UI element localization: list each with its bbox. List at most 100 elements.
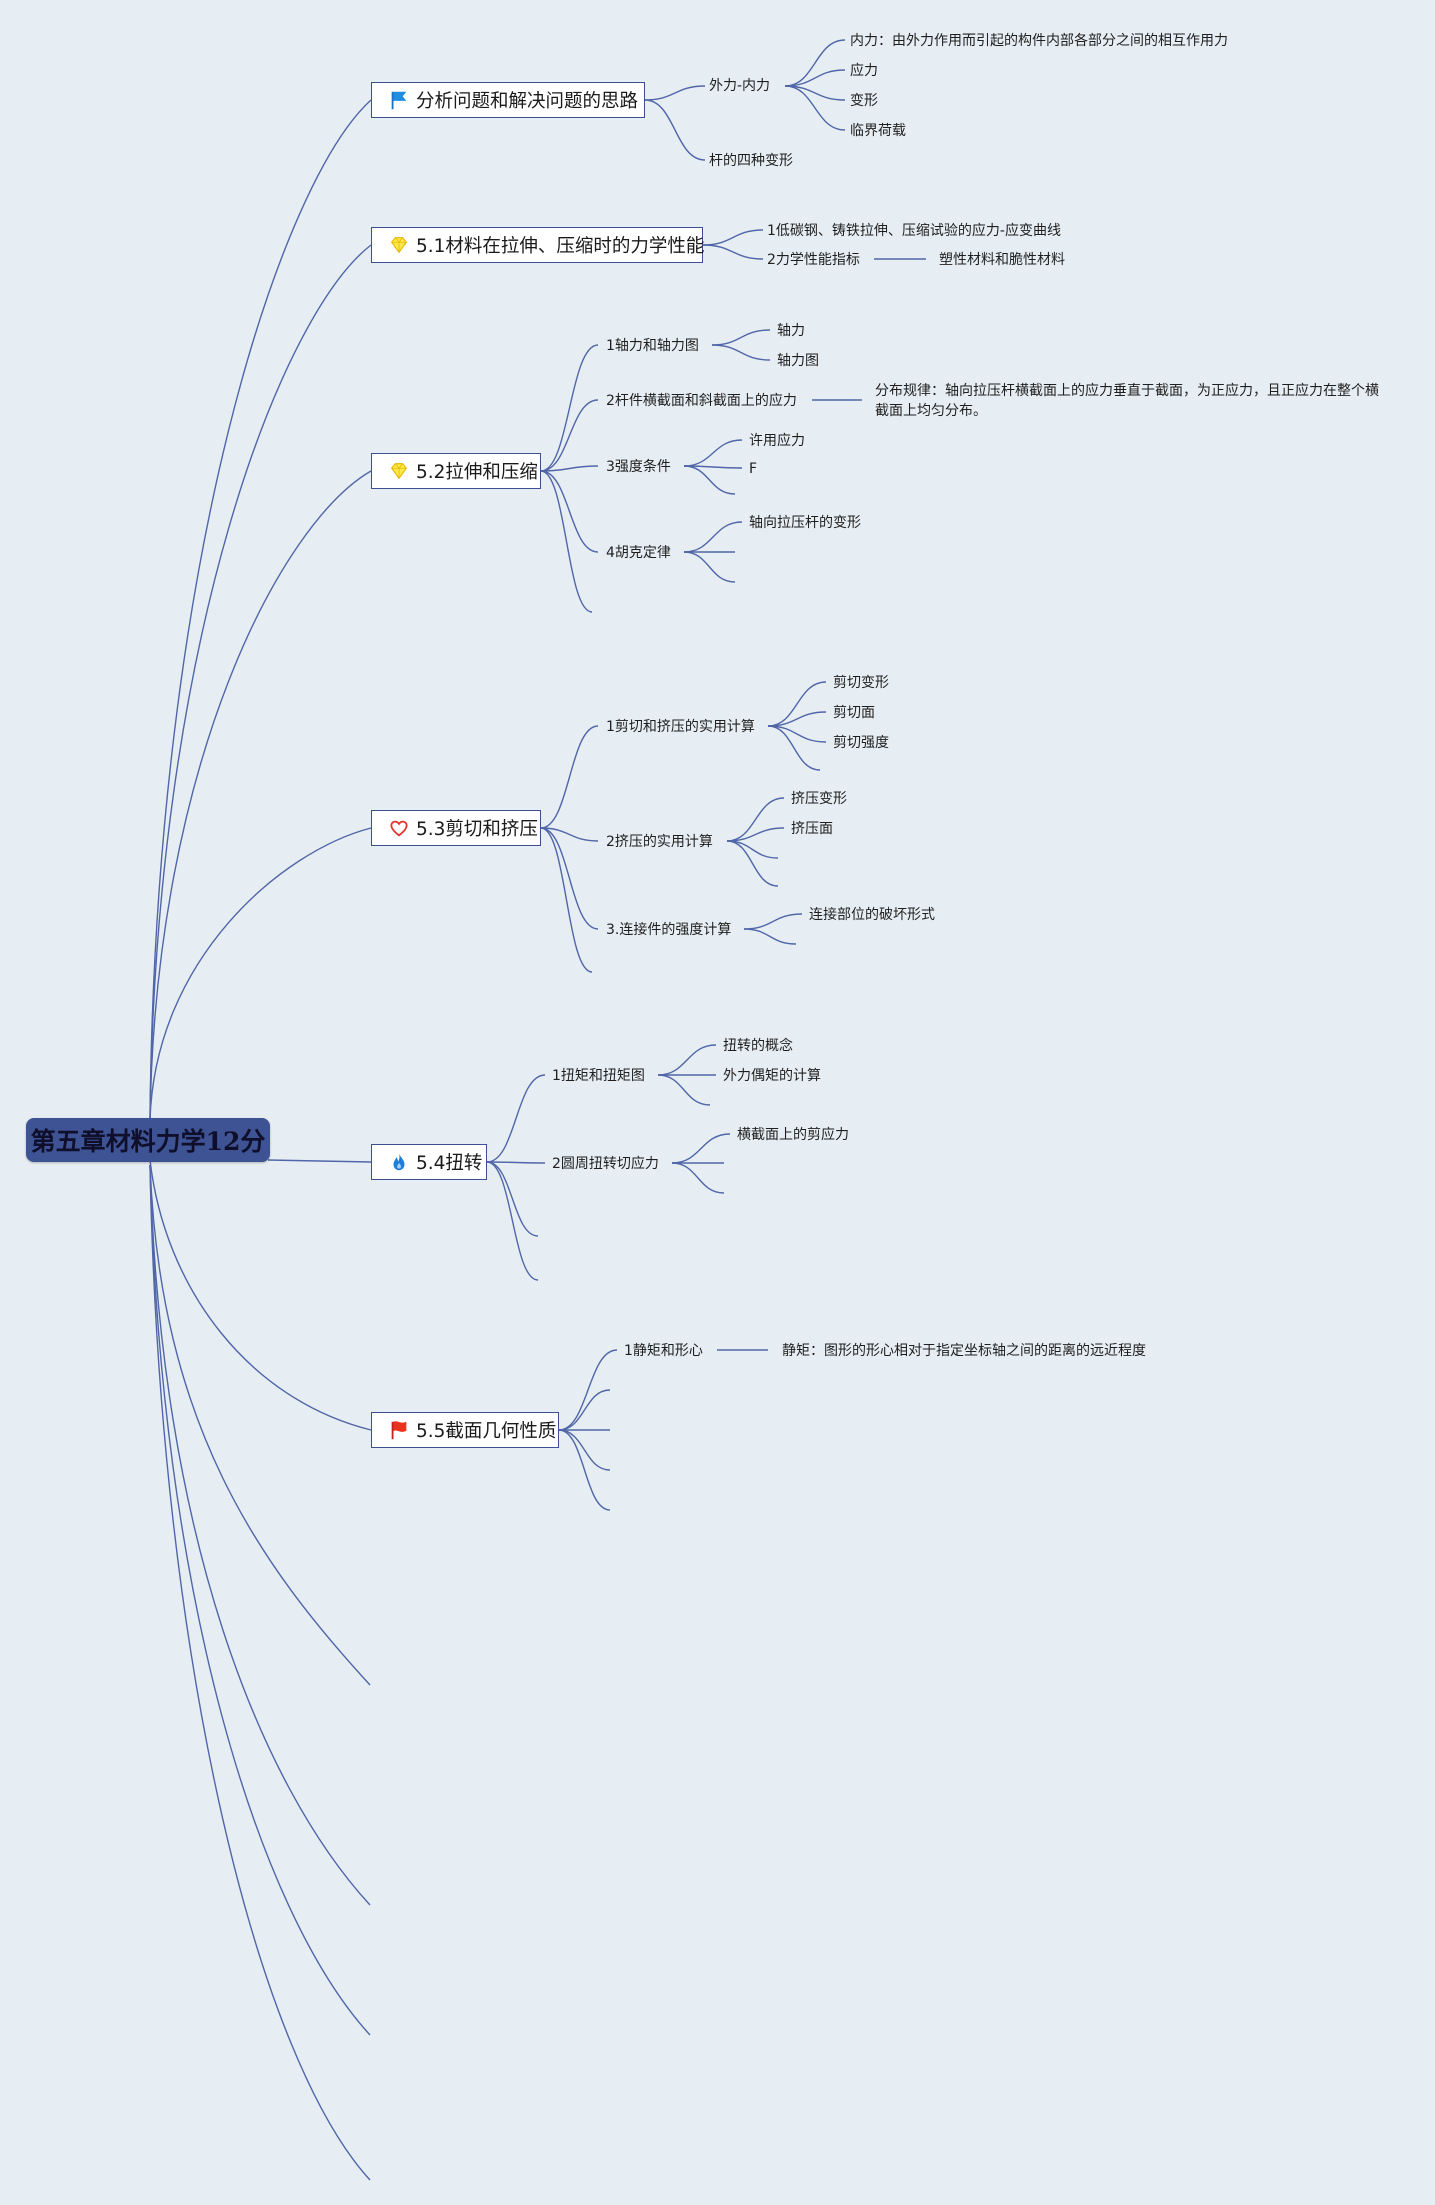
topic-label: 5.4扭转 [416, 1153, 483, 1174]
topic-5-1-material-properties[interactable]: 5.1材料在拉伸、压缩时的力学性能 [371, 227, 705, 263]
leaf-bearing-deformation[interactable]: 挤压变形 [791, 791, 847, 807]
leaf-plastic-brittle[interactable]: 塑性材料和脆性材料 [939, 252, 1065, 268]
leaf-critical-load[interactable]: 临界荷载 [850, 123, 906, 139]
subtopic-circular-torsion-stress[interactable]: 2圆周扭转切应力 [552, 1156, 659, 1172]
connector [540, 827, 599, 930]
red-heart-icon [388, 816, 410, 840]
subtopic-external-internal-force[interactable]: 外力-内力 [709, 78, 771, 94]
red-flag-icon [388, 1418, 410, 1442]
connector [726, 827, 785, 842]
connector [486, 1161, 539, 1281]
topic-label: 分析问题和解决问题的思路 [416, 91, 639, 112]
leaf-torsion-concept[interactable]: 扭转的概念 [723, 1038, 793, 1054]
topic-label: 5.3剪切和挤压 [416, 819, 538, 840]
blue-flame-icon [388, 1150, 410, 1174]
connector [540, 470, 599, 553]
leaf-section-shear-stress[interactable]: 横截面上的剪应力 [737, 1127, 849, 1143]
root-to-empty-branch [149, 1164, 371, 2036]
leaf-external-couple[interactable]: 外力偶矩的计算 [723, 1068, 821, 1084]
connector [743, 913, 803, 930]
subtopic-shear-practical-calc[interactable]: 1剪切和挤压的实用计算 [606, 719, 755, 735]
leaf-f[interactable]: F [749, 461, 758, 477]
connector [657, 1074, 711, 1106]
connector [671, 1162, 725, 1194]
leaf-allowable-stress[interactable]: 许用应力 [749, 433, 805, 449]
leaf-shear-strength[interactable]: 剪切强度 [833, 735, 889, 751]
root-to-5-1 [149, 244, 372, 1121]
connector [767, 725, 821, 771]
subtopic-stress-strain-curve[interactable]: 1低碳钢、铸铁拉伸、压缩试验的应力-应变曲线 [767, 223, 1061, 239]
connector [486, 1074, 546, 1163]
connector [767, 725, 827, 743]
subtopic-bearing-calc[interactable]: 2挤压的实用计算 [606, 834, 713, 850]
root-to-empty-branch [149, 1164, 371, 2181]
connector [558, 1389, 611, 1431]
topic-5-5-section-geometry[interactable]: 5.5截面几何性质 [371, 1412, 559, 1448]
topic-analysis-approach[interactable]: 分析问题和解决问题的思路 [371, 82, 645, 118]
connector [702, 244, 764, 260]
subtopic-four-deformations[interactable]: 杆的四种变形 [709, 153, 793, 169]
topic-5-3-shear-bearing[interactable]: 5.3剪切和挤压 [371, 810, 541, 846]
b0-to-four-deformations [644, 99, 706, 161]
connector [767, 711, 827, 727]
connector [726, 840, 779, 887]
topic-5-4-torsion[interactable]: 5.4扭转 [371, 1144, 487, 1180]
leaf-failure-modes[interactable]: 连接部位的破坏形式 [809, 907, 935, 923]
connector [558, 1429, 611, 1471]
yellow-diamond-icon [388, 459, 410, 483]
b0-to-external-internal [644, 85, 706, 101]
yellow-diamond-icon [388, 233, 410, 257]
leaf-static-moment-definition[interactable]: 静矩：图形的形心相对于指定坐标轴之间的距离的远近程度 [782, 1343, 1146, 1359]
leaf-axial-force-diagram[interactable]: 轴力图 [777, 353, 819, 369]
connector [486, 1161, 539, 1237]
root-to-5-3 [149, 827, 372, 1121]
blue-flag-icon [388, 88, 410, 112]
leaf-bearing-surface[interactable]: 挤压面 [791, 821, 833, 837]
root-topic[interactable]: 第五章材料力学12分 [26, 1118, 270, 1162]
leaf-shear-deformation[interactable]: 剪切变形 [833, 675, 889, 691]
leaf-internal-force-definition[interactable]: 内力：由外力作用而引起的构件内部各部分之间的相互作用力 [850, 33, 1228, 49]
subtopic-section-stress[interactable]: 2杆件横截面和斜截面上的应力 [606, 393, 797, 409]
subtopic-axial-force[interactable]: 1轴力和轴力图 [606, 338, 699, 354]
root-to-5-2 [149, 470, 372, 1121]
subtopic-hooke-law[interactable]: 4胡克定律 [606, 545, 671, 561]
connector [540, 399, 599, 472]
connector [486, 1161, 546, 1164]
connector [711, 329, 771, 346]
connector [657, 1044, 717, 1076]
connector [558, 1349, 618, 1431]
subtopic-mechanical-indices[interactable]: 2力学性能指标 [767, 252, 860, 268]
leaf-stress[interactable]: 应力 [850, 63, 878, 79]
subtopic-static-moment-centroid[interactable]: 1静矩和形心 [624, 1343, 703, 1359]
connector [683, 521, 743, 553]
root-to-5-4 [267, 1159, 372, 1163]
leaf-axial-force[interactable]: 轴力 [777, 323, 805, 339]
subtopic-torque-diagram[interactable]: 1扭矩和扭矩图 [552, 1068, 645, 1084]
topic-label: 5.2拉伸和压缩 [416, 462, 538, 483]
connector [540, 344, 599, 472]
connector [767, 681, 827, 727]
connector [683, 465, 736, 495]
connector [784, 85, 846, 131]
topic-label: 5.5截面几何性质 [416, 1421, 557, 1442]
topic-label: 5.1材料在拉伸、压缩时的力学性能 [416, 236, 705, 257]
leaf-deformation[interactable]: 变形 [850, 93, 878, 109]
connector [540, 470, 593, 613]
connector [540, 725, 599, 829]
subtopic-strength-condition[interactable]: 3强度条件 [606, 459, 671, 475]
connector [726, 840, 779, 859]
connector [702, 229, 764, 246]
connector [671, 1133, 731, 1164]
subtopic-connector-strength[interactable]: 3.连接件的强度计算 [606, 922, 732, 938]
connector [726, 797, 785, 842]
topic-5-2-tension-compression[interactable]: 5.2拉伸和压缩 [371, 453, 541, 489]
leaf-axial-deformation[interactable]: 轴向拉压杆的变形 [749, 515, 861, 531]
connector [683, 551, 736, 583]
root-to-analysis [149, 99, 372, 1121]
leaf-shear-plane[interactable]: 剪切面 [833, 705, 875, 721]
leaf-stress-distribution[interactable]: 分布规律：轴向拉压杆横截面上的应力垂直于截面，为正应力，且正应力在整个横截面上均… [875, 383, 1379, 419]
root-to-empty-branch [149, 1164, 371, 1906]
connector [540, 827, 599, 842]
connector [558, 1429, 611, 1511]
